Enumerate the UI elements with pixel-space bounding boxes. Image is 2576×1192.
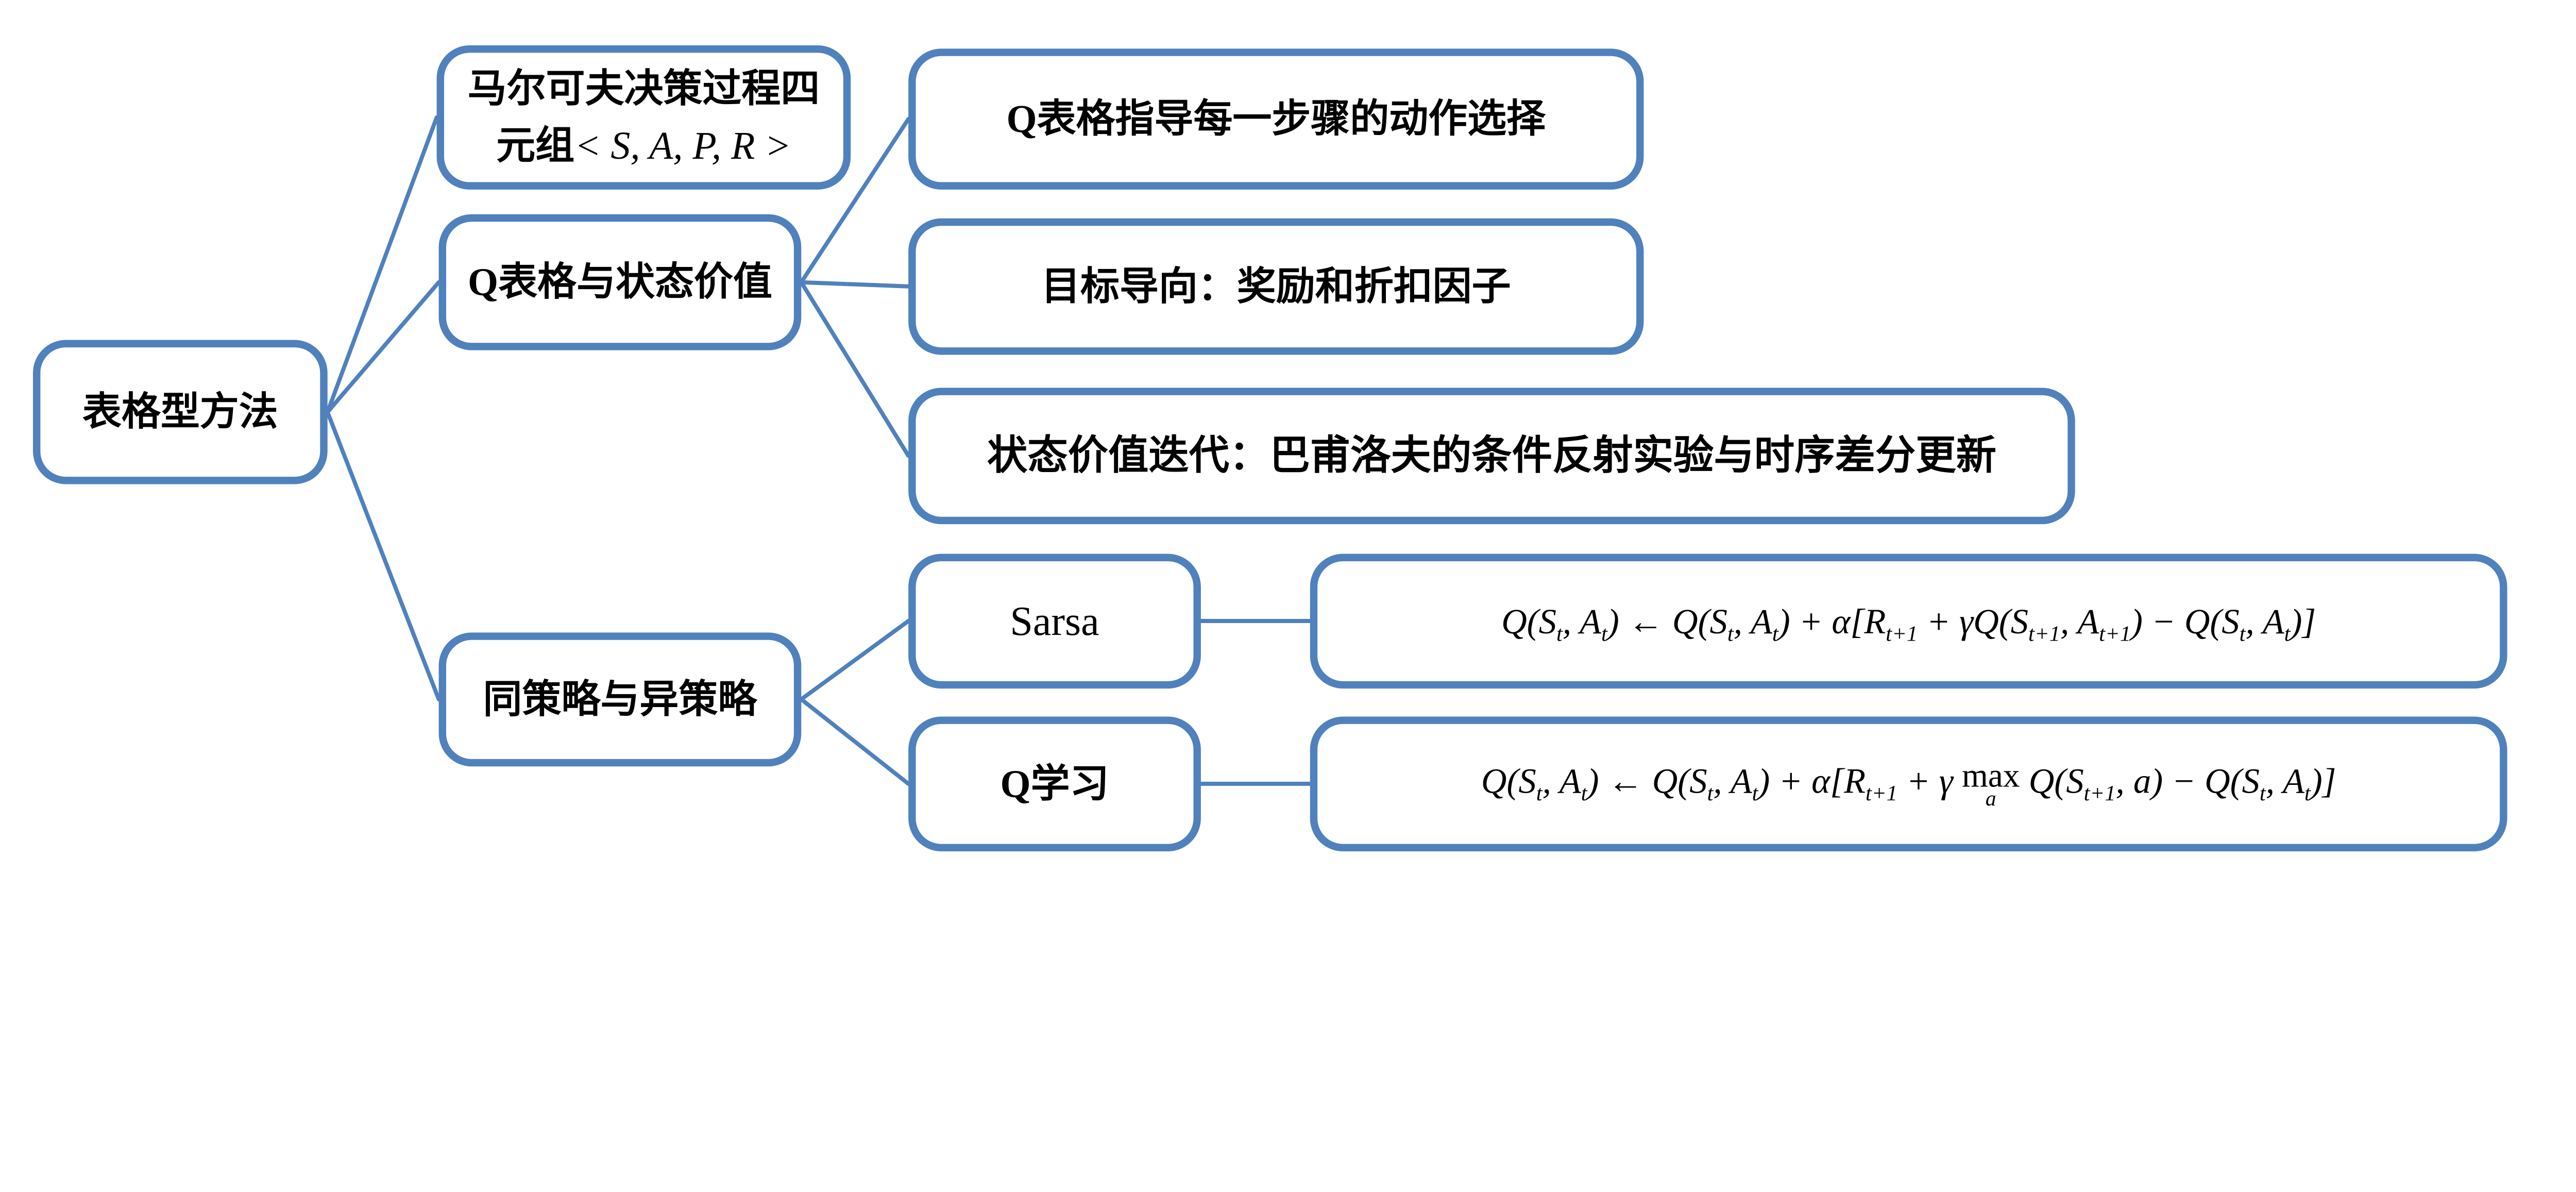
node-iter-label: 状态价值迭代：巴甫洛夫的条件反射实验与时序差分更新 [987, 433, 1996, 478]
node-mdp-tuple[interactable]: 马尔可夫决策过程四元组< S, A, P, R > [436, 45, 851, 190]
connector-qtable-iter [799, 280, 911, 458]
connector-qtable-goal [799, 280, 911, 289]
node-q-table-state-value[interactable]: Q表格与状态价值 [438, 214, 802, 350]
node-guide-label: Q表格指导每一步骤的动作选择 [1006, 97, 1546, 141]
node-q-table-guides-actions[interactable]: Q表格指导每一步骤的动作选择 [908, 48, 1644, 190]
connector-root-qtable [325, 280, 441, 414]
node-goal-label: 目标导向：奖励和折扣因子 [1041, 264, 1511, 308]
connector-qtable-guide [799, 117, 911, 284]
node-sarsa-label: Sarsa [1010, 598, 1099, 644]
node-goal-oriented[interactable]: 目标导向：奖励和折扣因子 [908, 218, 1644, 355]
node-mdp-text: 马尔可夫决策过程四元组< S, A, P, R > [459, 61, 829, 174]
node-q-table-label: Q表格与状态价值 [468, 260, 772, 304]
node-q-learning-label: Q学习 [1000, 762, 1109, 805]
node-state-value-iteration[interactable]: 状态价值迭代：巴甫洛夫的条件反射实验与时序差分更新 [908, 388, 2075, 525]
diagram-viewport: 表格型方法 马尔可夫决策过程四元组< S, A, P, R > Q表格与状态价值… [32, 45, 2507, 852]
node-q-learning[interactable]: Q学习 [908, 716, 1201, 852]
node-mdp-tuple-text: < S, A, P, R > [574, 123, 791, 167]
node-policy-label: 同策略与异策略 [483, 677, 757, 721]
node-mdp-label: 马尔可夫决策过程四元组 [467, 66, 820, 167]
connector-policy-qlearn [799, 697, 911, 786]
diagram-stage: 表格型方法 马尔可夫决策过程四元组< S, A, P, R > Q表格与状态价值… [32, 45, 2507, 852]
node-sarsa[interactable]: Sarsa [908, 553, 1201, 689]
node-on-policy-off-policy[interactable]: 同策略与异策略 [438, 632, 802, 767]
connector-root-mdp [325, 115, 439, 414]
sarsa-formula-text: Q(St, At) ← Q(St, At) + α[Rt+1 + γQ(St+1… [1501, 601, 2316, 646]
node-root[interactable]: 表格型方法 [32, 340, 328, 484]
connector-root-policy [325, 410, 441, 701]
connector-policy-sarsa [799, 619, 911, 701]
node-sarsa-update-formula[interactable]: Q(St, At) ← Q(St, At) + α[Rt+1 + γQ(St+1… [1310, 553, 2507, 689]
node-root-label: 表格型方法 [82, 390, 278, 434]
connector-layer [325, 115, 1312, 786]
